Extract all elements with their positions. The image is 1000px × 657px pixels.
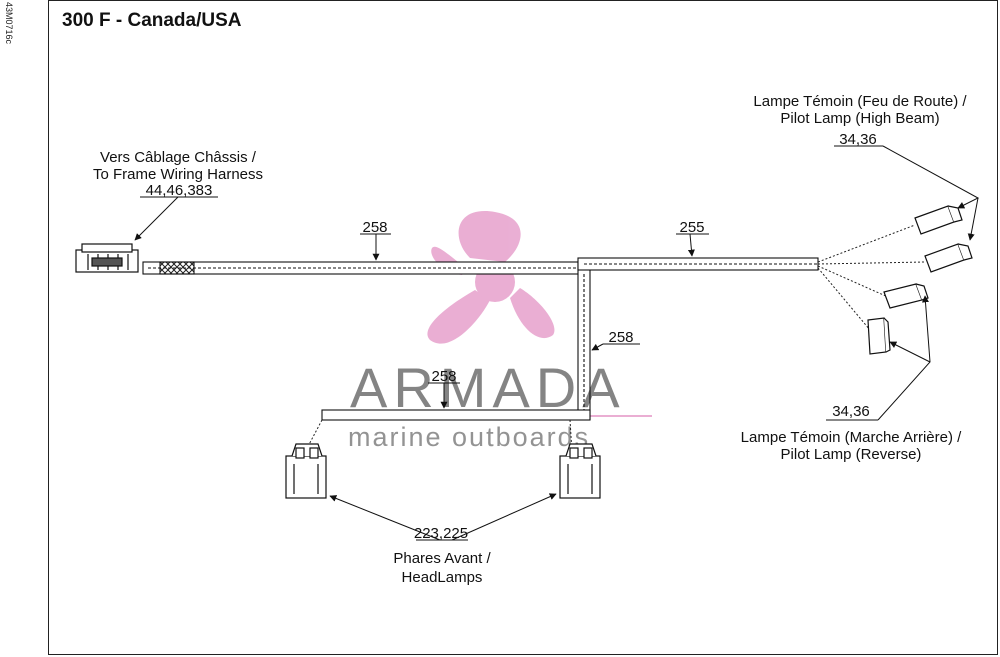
diagram-labels: Vers Câblage Châssis / To Frame Wiring H… [93, 93, 967, 586]
headlamp-left-connector [285, 443, 327, 499]
leader-lines [134, 145, 980, 541]
dotted-branches [304, 224, 926, 453]
label-headlamps-fr: Phares Avant / [393, 550, 491, 567]
pilot-lamp-high-beam-connector [914, 205, 973, 273]
label-reverse-refs: 34,36 [832, 403, 870, 420]
label-wire-main: 258 [362, 219, 387, 236]
label-headlamps-refs: 223,225 [414, 525, 468, 542]
headlamp-right-connector [559, 443, 601, 499]
label-high-beam-en: Pilot Lamp (High Beam) [780, 110, 939, 127]
label-high-beam-refs: 34,36 [839, 131, 877, 148]
label-headlamps-en: HeadLamps [402, 569, 483, 586]
label-frame-harness-en: To Frame Wiring Harness [93, 166, 263, 183]
main-harness [142, 257, 819, 421]
label-wire-lower: 258 [431, 368, 456, 385]
watermark-logo: ARMADA marine outboards [348, 211, 652, 452]
label-frame-harness-refs: 44,46,383 [146, 182, 213, 199]
label-reverse-fr: Lampe Témoin (Marche Arrière) / [741, 429, 962, 446]
watermark-brand: ARMADA [350, 356, 626, 419]
drawing-code: 43M0716c [4, 2, 14, 45]
label-wire-right: 255 [679, 219, 704, 236]
pilot-lamp-reverse-connector [867, 283, 929, 355]
diagram-frame [48, 0, 998, 655]
watermark-tagline: marine outboards [348, 422, 590, 452]
diagram-title: 300 F - Canada/USA [62, 10, 242, 31]
frame-harness-connector [75, 243, 139, 273]
label-reverse-en: Pilot Lamp (Reverse) [781, 446, 922, 463]
label-wire-vertical: 258 [608, 329, 633, 346]
label-high-beam-fr: Lampe Témoin (Feu de Route) / [753, 93, 967, 110]
label-frame-harness-fr: Vers Câblage Châssis / [100, 149, 257, 166]
propeller-icon [427, 211, 555, 344]
